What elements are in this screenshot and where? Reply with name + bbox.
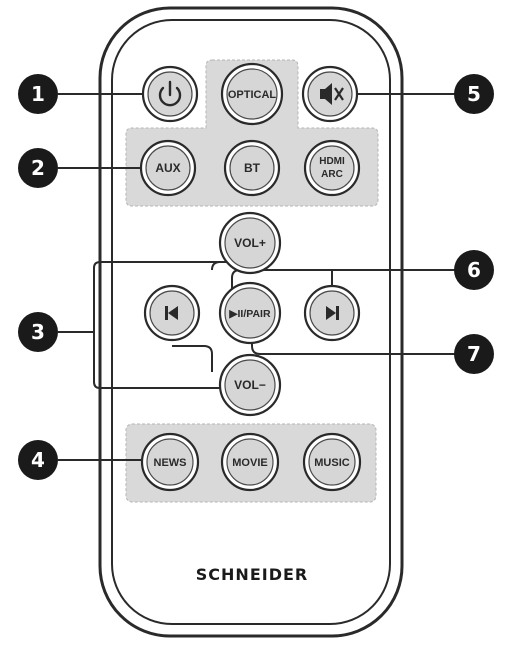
music-button[interactable]: MUSIC — [302, 432, 362, 492]
movie-button[interactable]: MOVIE — [220, 432, 280, 492]
play-pair-button[interactable]: ▶II/PAIR — [218, 281, 282, 345]
aux-label: AUX — [155, 161, 180, 175]
callout-6: 6 — [454, 250, 494, 290]
next-track-icon — [326, 306, 339, 320]
svg-text:1: 1 — [31, 82, 45, 106]
callout-3: 3 — [18, 312, 58, 352]
svg-text:5: 5 — [467, 82, 481, 106]
hdmi-label: HDMI — [319, 156, 345, 167]
next-track-button[interactable] — [303, 284, 361, 342]
music-label: MUSIC — [314, 457, 350, 469]
mute-button[interactable] — [301, 65, 359, 123]
previous-track-button[interactable] — [143, 284, 201, 342]
svg-text:4: 4 — [31, 448, 45, 472]
news-button[interactable]: NEWS — [140, 432, 200, 492]
movie-label: MOVIE — [232, 457, 267, 469]
vol-down-button[interactable]: VOL− — [218, 353, 282, 417]
previous-track-icon — [165, 306, 178, 320]
power-button[interactable] — [141, 65, 199, 123]
arc-label: ARC — [321, 169, 343, 180]
bt-button[interactable]: BT — [223, 139, 281, 197]
bt-label: BT — [244, 161, 261, 175]
callout-2: 2 — [18, 148, 58, 188]
svg-text:7: 7 — [467, 342, 481, 366]
hdmi-arc-button[interactable]: HDMI ARC — [303, 139, 361, 197]
brand-logo: SCHNEIDER — [196, 565, 308, 584]
svg-text:6: 6 — [467, 258, 481, 282]
optical-label: OPTICAL — [228, 89, 277, 101]
play-pair-label: ▶II/PAIR — [228, 308, 271, 320]
news-label: NEWS — [154, 457, 187, 469]
svg-text:2: 2 — [31, 156, 45, 180]
callout-7: 7 — [454, 334, 494, 374]
vol-down-label: VOL− — [234, 378, 266, 392]
mute-icon — [320, 83, 344, 105]
svg-text:3: 3 — [31, 320, 45, 344]
callout-4: 4 — [18, 440, 58, 480]
leader-line-7 — [251, 336, 460, 355]
volume-group-bracket — [58, 261, 270, 389]
power-icon — [158, 80, 182, 107]
optical-button[interactable]: OPTICAL — [220, 62, 284, 126]
vol-up-button[interactable]: VOL+ — [218, 211, 282, 275]
callout-5: 5 — [454, 74, 494, 114]
vol-up-label: VOL+ — [234, 236, 266, 250]
callout-1: 1 — [18, 74, 58, 114]
aux-button[interactable]: AUX — [139, 139, 197, 197]
